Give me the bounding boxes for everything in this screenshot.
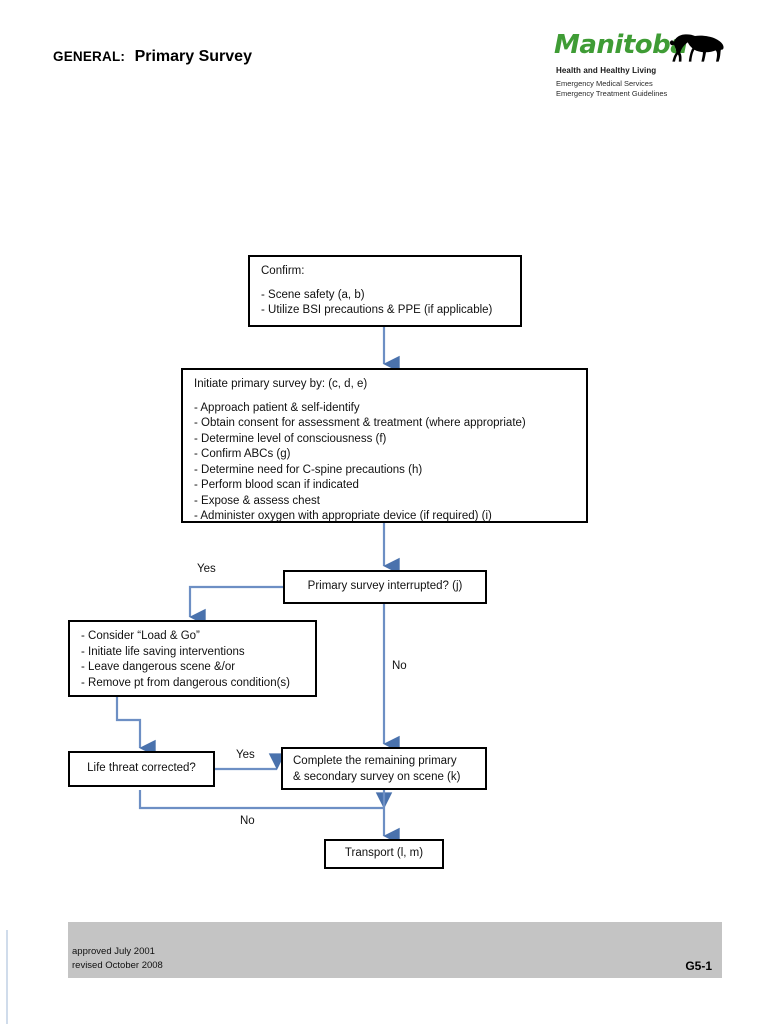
node-confirm-line-2: - Utilize BSI precautions & PPE (if appl… <box>261 304 493 316</box>
bison-icon <box>669 34 724 62</box>
node-initiate-primary-survey: Initiate primary survey by: (c, d, e) - … <box>181 368 588 523</box>
footer-approved-date: approved July 2001 <box>72 946 155 957</box>
footer-revised-date: revised October 2008 <box>72 960 163 971</box>
page-title: GENERAL: Primary Survey <box>53 48 252 66</box>
node-initiate-line-6: - Perform blood scan if indicated <box>194 479 359 491</box>
node-primary-survey-interrupted: Primary survey interrupted? (j) <box>283 570 487 604</box>
node-loadgo-line-2: - Initiate life saving interventions <box>81 645 245 658</box>
footer-bar: approved July 2001 revised October 2008 … <box>68 922 722 978</box>
node-loadgo-line-4: - Remove pt from dangerous condition(s) <box>81 676 291 689</box>
logo-subtitle-guidelines: Emergency Treatment Guidelines <box>556 89 668 98</box>
node-transport: Transport (l, m) <box>324 839 444 869</box>
node-life-threat-corrected: Life threat corrected? <box>68 751 215 787</box>
footer-page-number: G5-1 <box>685 959 712 973</box>
branch-label-lifethreat-no: No <box>240 815 255 827</box>
node-loadgo-line-3: - Leave dangerous scene &/or <box>81 661 236 673</box>
page-title-name: Primary Survey <box>134 48 252 65</box>
node-load-and-go: - Consider “Load & Go” - Initiate life s… <box>68 620 317 697</box>
node-initiate-line-7: - Expose & assess chest <box>194 494 320 507</box>
branch-label-interrupted-yes: Yes <box>197 563 216 575</box>
logo-subtitle-service: Emergency Medical Services <box>556 79 653 88</box>
node-complete-remaining-survey: Complete the remaining primary & seconda… <box>281 747 487 790</box>
node-interrupted-label: Primary survey interrupted? (j) <box>307 580 463 593</box>
node-complete-line-2: & secondary survey on scene (k) <box>293 770 461 783</box>
node-initiate-line-8: - Administer oxygen with appropriate dev… <box>194 510 492 522</box>
page-title-category: GENERAL: <box>53 49 126 64</box>
wire-loadgo-to-lifethreat <box>115 697 156 757</box>
logo-subtitle-primary: Health and Healthy Living <box>556 66 657 75</box>
node-initiate-line-4: - Confirm ABCs (g) <box>194 448 291 460</box>
branch-label-lifethreat-yes: Yes <box>236 749 255 761</box>
node-initiate-line-5: - Determine need for C-spine precautions… <box>194 463 423 476</box>
node-lifethreat-label: Life threat corrected? <box>87 762 196 775</box>
node-confirm: Confirm: - Scene safety (a, b) - Utilize… <box>248 255 522 327</box>
node-confirm-heading: Confirm: <box>261 265 305 277</box>
manitoba-wordmark: Manitoba <box>554 30 688 60</box>
node-complete-line-1: Complete the remaining primary <box>293 755 457 767</box>
branch-label-interrupted-no: No <box>392 660 407 672</box>
node-confirm-line-1: - Scene safety (a, b) <box>261 288 365 301</box>
manitoba-logo: Manitoba Health and Healthy Living Emerg… <box>554 30 734 102</box>
node-initiate-line-1: - Approach patient & self-identify <box>194 401 360 414</box>
node-initiate-line-3: - Determine level of consciousness (f) <box>194 432 387 445</box>
wire-interrupted-yes <box>188 585 283 626</box>
scan-edge-artifact <box>6 930 8 1024</box>
node-transport-label: Transport (l, m) <box>344 847 424 860</box>
wire-lifethreat-no <box>138 790 393 810</box>
node-loadgo-line-1: - Consider “Load & Go” <box>81 630 200 642</box>
node-initiate-line-2: - Obtain consent for assessment & treatm… <box>194 417 526 429</box>
node-initiate-heading: Initiate primary survey by: (c, d, e) <box>194 378 368 390</box>
